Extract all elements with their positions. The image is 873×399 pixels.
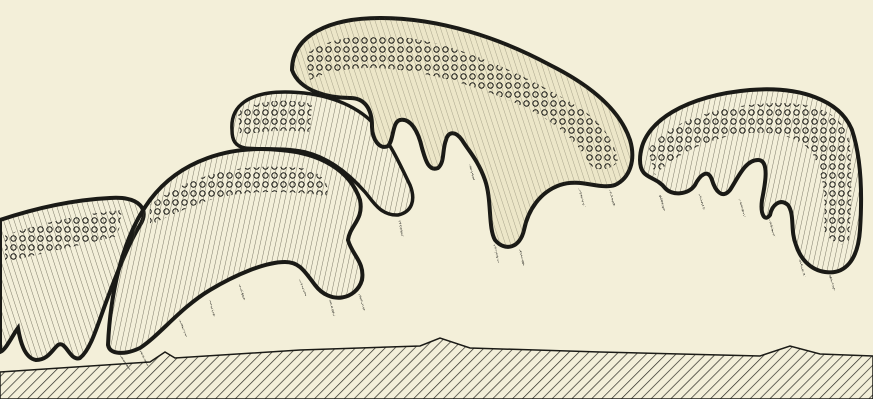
lobe-left-middle <box>108 149 362 353</box>
lobe-right <box>640 89 861 272</box>
